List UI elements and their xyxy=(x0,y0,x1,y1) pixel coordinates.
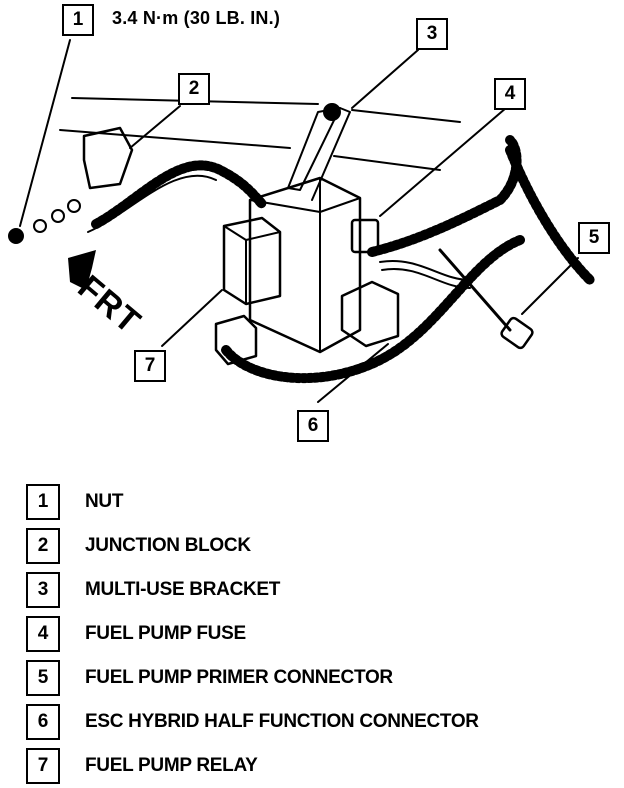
esc-connector xyxy=(340,280,400,348)
legend-label: FUEL PUMP PRIMER CONNECTOR xyxy=(85,667,393,688)
washer-icon xyxy=(33,219,47,233)
torque-spec: 3.4 N·m (30 LB. IN.) xyxy=(112,8,281,28)
legend-label: MULTI-USE BRACKET xyxy=(85,579,281,600)
relay-edge xyxy=(223,225,281,305)
leader-4 xyxy=(379,107,507,217)
legend-number: 7 xyxy=(26,748,60,784)
legend-number: 1 xyxy=(26,484,60,520)
callout-number: 7 xyxy=(144,355,156,376)
junction-bracket xyxy=(82,126,134,190)
wire-harness-outline xyxy=(87,174,217,233)
bracket-bolt xyxy=(323,103,341,121)
legend-number: 4 xyxy=(26,616,60,652)
legend-number: 6 xyxy=(26,704,60,740)
legend-row: 4 FUEL PUMP FUSE xyxy=(26,612,479,656)
legend-number: 3 xyxy=(26,572,60,608)
callout-1: 1 xyxy=(62,4,94,36)
wire-harness xyxy=(91,160,267,229)
callout-number: 5 xyxy=(588,227,600,248)
legend-number: 5 xyxy=(26,660,60,696)
legend-row: 7 FUEL PUMP RELAY xyxy=(26,744,479,788)
wire-harness xyxy=(367,135,522,257)
callout-2: 2 xyxy=(178,73,210,105)
illustration xyxy=(8,39,595,403)
legend-label: ESC HYBRID HALF FUNCTION CONNECTOR xyxy=(85,711,479,732)
legend-row: 1 NUT xyxy=(26,480,479,524)
leader-3 xyxy=(351,49,419,109)
washer-icon xyxy=(51,209,65,223)
callout-number: 3 xyxy=(426,23,438,44)
leader-6 xyxy=(317,343,389,403)
multi-use-bracket xyxy=(311,107,351,201)
callout-number: 4 xyxy=(504,83,516,104)
wire-harness xyxy=(505,145,595,285)
fuel-pump-primer-connector xyxy=(500,316,534,350)
leader-7 xyxy=(161,289,223,347)
legend-label: NUT xyxy=(85,491,124,512)
legend-label: FUEL PUMP RELAY xyxy=(85,755,258,776)
wire-harness xyxy=(221,235,525,384)
leader-1 xyxy=(19,39,71,227)
legend-row: 5 FUEL PUMP PRIMER CONNECTOR xyxy=(26,656,479,700)
front-direction-arrow xyxy=(68,250,96,290)
wire-bundle xyxy=(381,268,471,289)
legend-number: 2 xyxy=(26,528,60,564)
legend-row: 6 ESC HYBRID HALF FUNCTION CONNECTOR xyxy=(26,700,479,744)
callout-number: 1 xyxy=(72,9,84,30)
panel-line xyxy=(333,155,441,171)
callout-5: 5 xyxy=(578,222,610,254)
legend-row: 2 JUNCTION BLOCK xyxy=(26,524,479,568)
leader-5 xyxy=(521,257,579,315)
wire-bundle xyxy=(379,260,471,281)
junction-block-edge xyxy=(249,177,361,353)
legend-label: JUNCTION BLOCK xyxy=(85,535,251,556)
callout-4: 4 xyxy=(494,78,526,110)
callout-6: 6 xyxy=(297,410,329,442)
callout-3: 3 xyxy=(416,18,448,50)
legend-row: 3 MULTI-USE BRACKET xyxy=(26,568,479,612)
panel-line xyxy=(351,109,461,123)
washer-icon xyxy=(67,199,81,213)
legend-label: FUEL PUMP FUSE xyxy=(85,623,246,644)
parts-legend: 1 NUT 2 JUNCTION BLOCK 3 MULTI-USE BRACK… xyxy=(26,480,479,788)
connector-clip xyxy=(214,314,258,366)
nut-icon xyxy=(8,228,24,244)
callout-number: 2 xyxy=(188,78,200,99)
leader-2 xyxy=(129,105,181,149)
callout-7: 7 xyxy=(134,350,166,382)
fuel-pump-fuse xyxy=(350,218,380,254)
callout-number: 6 xyxy=(307,415,319,436)
fuel-pump-relay xyxy=(222,216,282,306)
primer-lead xyxy=(438,248,512,332)
